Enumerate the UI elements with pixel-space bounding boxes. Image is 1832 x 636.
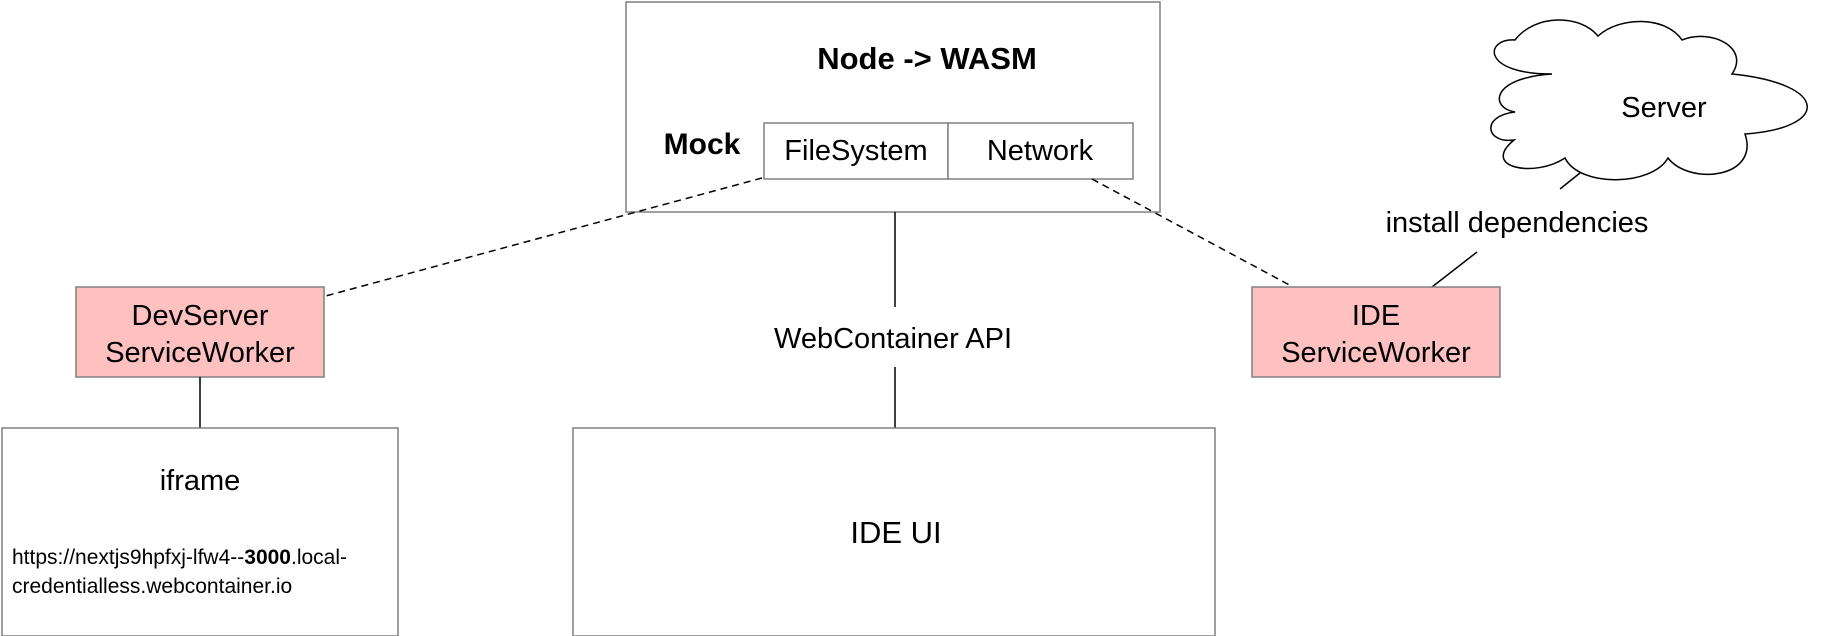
url-suffix: .local- xyxy=(291,546,347,569)
server-label: Server xyxy=(1621,92,1707,124)
cloud-shape xyxy=(1490,19,1808,181)
devserver-sw-line1: DevServer xyxy=(132,300,269,332)
ide-sw-line1: IDE xyxy=(1352,300,1400,332)
node-wasm-frame xyxy=(625,1,1161,213)
ide-sw-frame xyxy=(1251,286,1501,378)
server-cloud: Server xyxy=(1490,19,1808,181)
iframe-frame xyxy=(1,427,399,636)
ide-sw-line2: ServiceWorker xyxy=(1281,337,1471,369)
filesystem-to-devserver-link xyxy=(321,177,763,298)
network-cell xyxy=(947,122,1134,180)
devserver-sw-line2: ServiceWorker xyxy=(105,337,295,369)
devserver-sw-frame xyxy=(75,286,325,378)
install-edge-upper xyxy=(1559,172,1581,190)
filesystem-cell xyxy=(763,122,949,180)
iframe-box: iframe https://nextjs9hpfxj-lfw4--3000.l… xyxy=(1,427,399,636)
mock-label: Mock xyxy=(664,128,741,161)
node-wasm-title: Node -> WASM xyxy=(817,41,1037,76)
node-wasm-box: Node -> WASM Mock FileSystem Network xyxy=(625,1,1161,213)
network-to-ide-sw-link xyxy=(1091,178,1296,289)
url-port: 3000 xyxy=(244,546,291,569)
ide-ui-label: IDE UI xyxy=(850,515,941,550)
ide-ui-frame xyxy=(572,427,1216,636)
webcontainer-api-label: WebContainer API xyxy=(774,323,1012,355)
iframe-url-line2: credentialless.webcontainer.io xyxy=(12,575,292,598)
ide-ui-box: IDE UI xyxy=(572,427,1216,636)
install-dependencies-label: install dependencies xyxy=(1386,207,1649,239)
install-edge-lower xyxy=(1431,251,1478,288)
ide-serviceworker-box: IDE ServiceWorker xyxy=(1251,286,1501,378)
network-label: Network xyxy=(987,135,1094,167)
url-prefix: https://nextjs9hpfxj-lfw4-- xyxy=(12,546,244,569)
iframe-url-line1: https://nextjs9hpfxj-lfw4--3000.local- xyxy=(12,546,347,569)
filesystem-label: FileSystem xyxy=(784,135,927,167)
devserver-serviceworker-box: DevServer ServiceWorker xyxy=(75,286,325,378)
iframe-title: iframe xyxy=(160,465,241,497)
